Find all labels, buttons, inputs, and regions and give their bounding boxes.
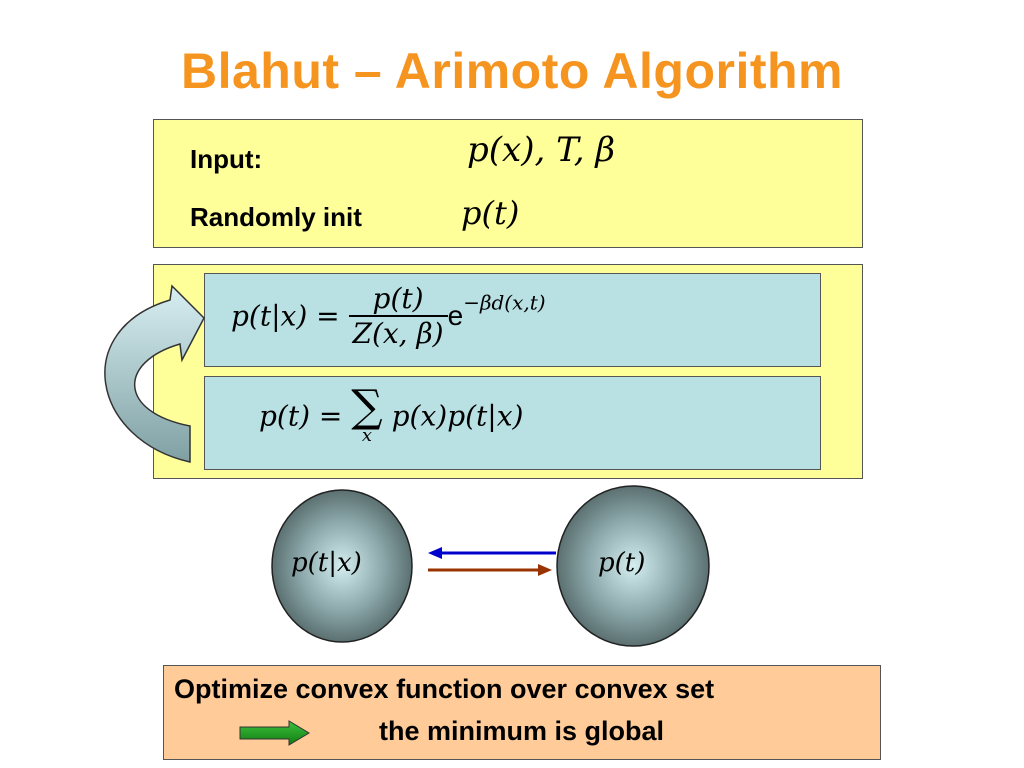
eq1-fraction: p(t) Z(x, β) [348, 282, 448, 350]
eq2-sum: ∑ x [351, 381, 383, 446]
input-formula: p(x), T, β [467, 130, 616, 170]
sum-index: x [361, 425, 373, 446]
arrow-to-left-icon [428, 547, 556, 559]
input-label: Input: [190, 144, 263, 174]
eq1-exp-base: e [447, 300, 464, 331]
arrow-to-right-icon [428, 564, 552, 576]
equation-1-box: p(t|x) = p(t) Z(x, β) e−βd(x,t) [204, 273, 821, 367]
right-node-label: p(t) [598, 548, 646, 578]
implies-arrow-icon [239, 720, 310, 746]
eq2-lhs: p(t) = [259, 399, 343, 433]
equation-2-box: p(t) = ∑ x p(x)p(t|x) [204, 376, 821, 470]
left-node-label: p(t|x) [291, 548, 362, 578]
conclusion-line-1: Optimize convex function over convex set [174, 674, 715, 704]
left-node-sphere [271, 489, 413, 643]
sum-symbol: ∑ [351, 381, 383, 432]
eq2-rhs: p(x)p(t|x) [391, 399, 524, 433]
input-box: Input: p(x), T, β Randomly init p(t) [153, 119, 863, 248]
loop-arrow-icon [104, 284, 205, 463]
slide-title: Blahut – Arimoto Algorithm [180, 43, 844, 99]
eq1-lhs: p(t|x) = [231, 299, 340, 333]
eq1-exponent: −βd(x,t) [463, 290, 546, 315]
conclusion-box: Optimize convex function over convex set… [163, 665, 881, 760]
equation-2: p(t) = ∑ x p(x)p(t|x) [259, 381, 524, 446]
eq1-numerator: p(t) [372, 282, 424, 315]
init-label: Randomly init [190, 202, 362, 232]
right-node-sphere [556, 485, 710, 647]
conclusion-line-2: the minimum is global [379, 716, 665, 746]
eq1-denominator: Z(x, β) [348, 315, 448, 350]
init-formula: p(t) [461, 194, 520, 232]
equation-1: p(t|x) = p(t) Z(x, β) e−βd(x,t) [231, 282, 546, 350]
